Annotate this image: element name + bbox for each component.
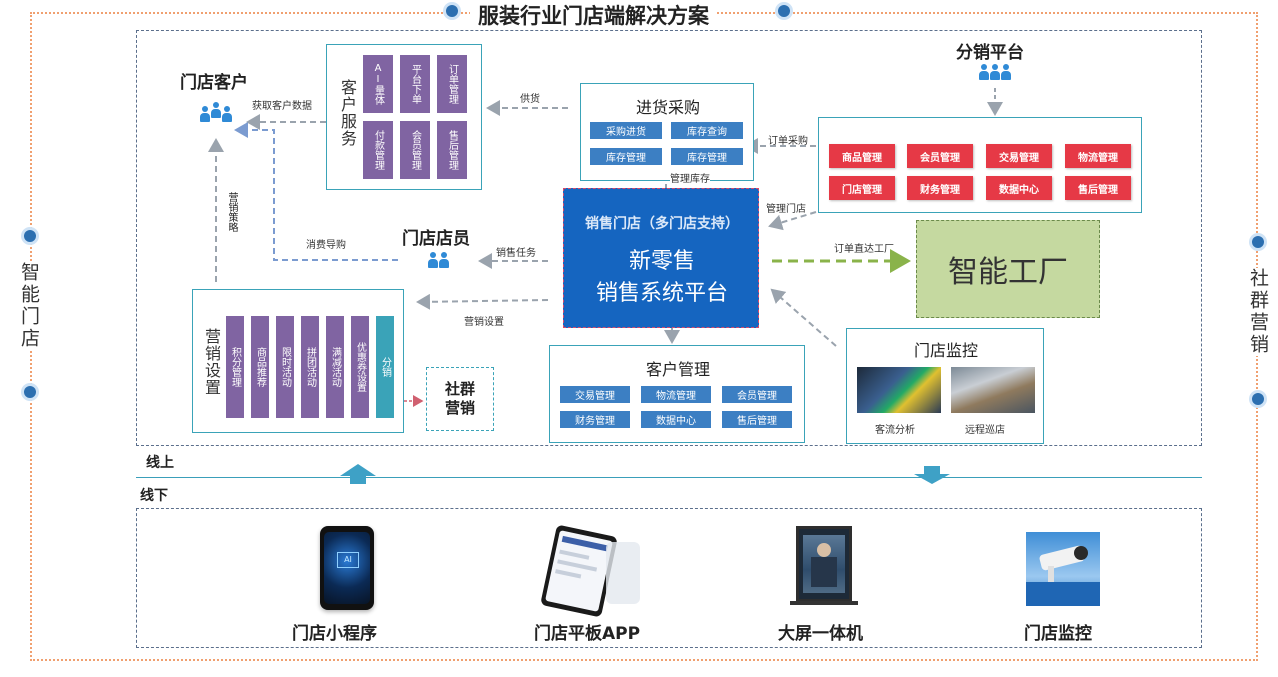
mk-cell-discount[interactable]: 满减活动 bbox=[326, 316, 344, 418]
store-staff-icon bbox=[428, 252, 449, 268]
community-box[interactable]: 社群营销 bbox=[426, 367, 494, 431]
customer-service-title: 客户服务 bbox=[338, 79, 357, 147]
phone-icon: AI bbox=[320, 526, 374, 610]
cs-cell-payment[interactable]: 付款管理 bbox=[363, 121, 393, 179]
center-platform-box[interactable]: 销售门店（多门店支持） 新零售 销售系统平台 bbox=[563, 188, 759, 328]
page-title: 服装行业门店端解决方案 bbox=[470, 0, 717, 30]
purchase-cell-1[interactable]: 采购进货 bbox=[590, 122, 662, 139]
dist-cell-aftersale[interactable]: 售后管理 bbox=[1065, 176, 1131, 200]
left-dot-bottom bbox=[24, 386, 36, 398]
dist-cell-logistics[interactable]: 物流管理 bbox=[1065, 144, 1131, 168]
cs-cell-ai[interactable]: AI量体 bbox=[363, 55, 393, 113]
right-dot-top bbox=[1252, 236, 1264, 248]
edge-label-get-customer-data: 获取客户数据 bbox=[252, 101, 312, 112]
mk-cell-coupon[interactable]: 优惠券设置 bbox=[351, 316, 369, 418]
crm-cell-aftersale[interactable]: 售后管理 bbox=[722, 411, 792, 428]
store-customer-icon bbox=[200, 102, 232, 122]
cs-cell-order-mgmt[interactable]: 订单管理 bbox=[437, 55, 467, 113]
center-line1: 新零售 bbox=[628, 249, 695, 274]
device-label-tablet-app: 门店平板APP bbox=[534, 624, 641, 644]
edge-label-marketing-settings: 营销设置 bbox=[464, 317, 504, 328]
online-area bbox=[136, 30, 1202, 446]
down-arrow-icon bbox=[914, 466, 950, 484]
camera-icon bbox=[1026, 532, 1100, 606]
offline-area bbox=[136, 508, 1202, 648]
edge-label-supply: 供货 bbox=[520, 94, 540, 105]
mk-cell-recommend[interactable]: 商品推荐 bbox=[251, 316, 269, 418]
device-label-big-screen: 大屏一体机 bbox=[778, 624, 863, 644]
patrol-image bbox=[951, 367, 1035, 413]
edge-label-order-purchase: 订单采购 bbox=[768, 136, 808, 147]
crm-cell-logistics[interactable]: 物流管理 bbox=[641, 386, 711, 403]
heatmap-image bbox=[857, 367, 941, 413]
purchase-cell-3[interactable]: 库存管理 bbox=[590, 148, 662, 165]
distribution-box: 商品管理 会员管理 交易管理 物流管理 门店管理 财务管理 数据中心 售后管理 bbox=[818, 117, 1142, 213]
purchase-title: 进货采购 bbox=[635, 98, 700, 117]
edge-label-sales-task: 销售任务 bbox=[496, 248, 536, 259]
mk-cell-group[interactable]: 拼团活动 bbox=[301, 316, 319, 418]
store-staff-title: 门店店员 bbox=[402, 229, 470, 249]
center-header: 销售门店（多门店支持） bbox=[585, 216, 739, 232]
crm-cell-data[interactable]: 数据中心 bbox=[641, 411, 711, 428]
crm-cell-member[interactable]: 会员管理 bbox=[722, 386, 792, 403]
distribution-title: 分销平台 bbox=[956, 43, 1024, 63]
cs-cell-aftersale[interactable]: 售后管理 bbox=[437, 121, 467, 179]
up-arrow-icon bbox=[340, 464, 376, 484]
smart-factory-box[interactable]: 智能工厂 bbox=[916, 220, 1100, 318]
big-screen-base bbox=[790, 601, 858, 605]
tablet-shadow bbox=[606, 542, 640, 604]
edge-label-marketing-strategy: 营销策略 bbox=[226, 192, 237, 232]
center-line2: 销售系统平台 bbox=[595, 281, 728, 306]
dist-cell-trade[interactable]: 交易管理 bbox=[986, 144, 1052, 168]
marketing-box: 营销设置 积分管理 商品推荐 限时活动 拼团活动 满减活动 优惠券设置 分销 bbox=[192, 289, 404, 433]
crm-box: 客户管理 交易管理 物流管理 会员管理 财务管理 数据中心 售后管理 bbox=[549, 345, 805, 443]
store-monitor-title: 门店监控 bbox=[913, 341, 978, 360]
monitor-caption-patrol: 远程巡店 bbox=[965, 425, 1005, 436]
edge-label-manage-stock: 管理库存 bbox=[670, 170, 710, 185]
crm-cell-trade[interactable]: 交易管理 bbox=[560, 386, 630, 403]
crm-cell-finance[interactable]: 财务管理 bbox=[560, 411, 630, 428]
edge-label-manage-store: 管理门店 bbox=[766, 204, 806, 215]
dist-cell-goods[interactable]: 商品管理 bbox=[829, 144, 895, 168]
dist-cell-data[interactable]: 数据中心 bbox=[986, 176, 1052, 200]
online-label: 线上 bbox=[146, 455, 174, 471]
mk-cell-points[interactable]: 积分管理 bbox=[226, 316, 244, 418]
mk-cell-flash[interactable]: 限时活动 bbox=[276, 316, 294, 418]
cs-cell-order[interactable]: 平台下单 bbox=[400, 55, 430, 113]
side-label-right: 社群营销 bbox=[1245, 268, 1272, 356]
dist-cell-member[interactable]: 会员管理 bbox=[907, 144, 973, 168]
monitor-caption-flow: 客流分析 bbox=[875, 425, 915, 436]
device-label-mini-program: 门店小程序 bbox=[292, 624, 377, 644]
online-offline-divider bbox=[136, 477, 1202, 478]
edge-label-consume-guide: 消费导购 bbox=[306, 240, 346, 251]
crm-title: 客户管理 bbox=[645, 360, 710, 379]
store-customer-title: 门店客户 bbox=[180, 73, 248, 93]
marketing-title: 营销设置 bbox=[202, 328, 221, 396]
device-label-monitor: 门店监控 bbox=[1024, 624, 1092, 644]
edge-label-to-factory: 订单直达工厂 bbox=[834, 244, 894, 255]
store-monitor-box: 门店监控 客流分析 远程巡店 bbox=[846, 328, 1044, 444]
cs-cell-member[interactable]: 会员管理 bbox=[400, 121, 430, 179]
community-label: 社群营销 bbox=[444, 379, 475, 418]
customer-service-box: 客户服务 AI量体 平台下单 订单管理 付款管理 会员管理 售后管理 bbox=[326, 44, 482, 190]
title-dot-left bbox=[446, 5, 458, 17]
purchase-box: 进货采购 采购进货 库存查询 库存管理 库存管理 bbox=[580, 83, 754, 181]
big-screen-icon bbox=[796, 526, 852, 602]
mk-cell-distribution[interactable]: 分销 bbox=[376, 316, 394, 418]
offline-label: 线下 bbox=[140, 488, 168, 504]
purchase-cell-4[interactable]: 库存管理 bbox=[671, 148, 743, 165]
dist-cell-store[interactable]: 门店管理 bbox=[829, 176, 895, 200]
right-dot-bottom bbox=[1252, 393, 1264, 405]
dist-cell-finance[interactable]: 财务管理 bbox=[907, 176, 973, 200]
side-label-left: 智能门店 bbox=[16, 262, 43, 350]
purchase-cell-2[interactable]: 库存查询 bbox=[671, 122, 743, 139]
left-dot-top bbox=[24, 230, 36, 242]
distribution-icon bbox=[979, 64, 1011, 80]
title-dot-right bbox=[778, 5, 790, 17]
